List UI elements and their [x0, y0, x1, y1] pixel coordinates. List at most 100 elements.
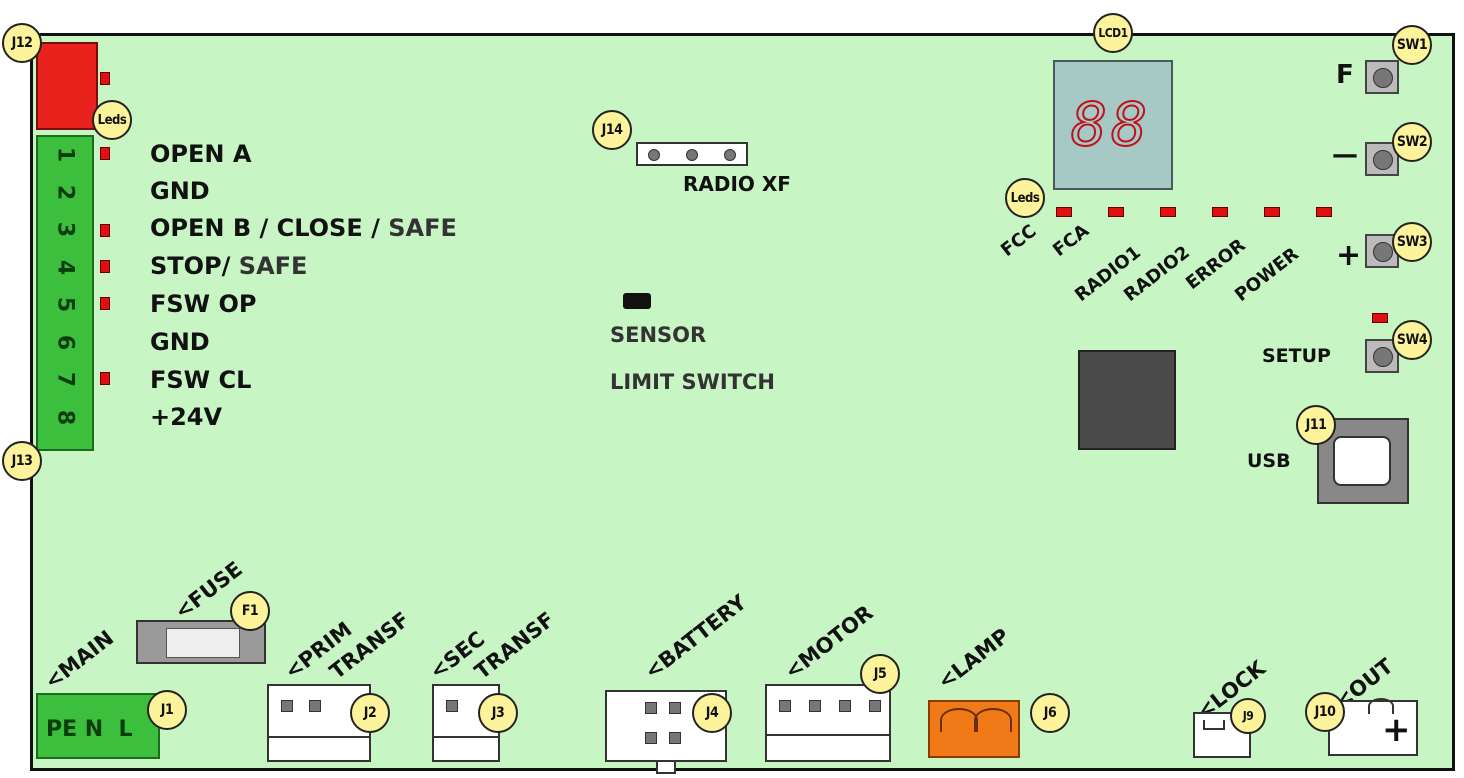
j13-terminal-block [36, 135, 94, 451]
label-sensor: SENSOR [610, 323, 707, 347]
usb-port-opening [1333, 436, 1391, 486]
j6-screw-left [940, 708, 978, 732]
j13-pin-number: 8 [52, 409, 78, 425]
led-power [1316, 207, 1332, 217]
badge-j12: J12 [2, 23, 42, 63]
led-fcc [1056, 207, 1072, 217]
label-usb: USB [1247, 450, 1291, 472]
label-open-b-close: OPEN B / CLOSE / [150, 214, 389, 242]
fuse-holder [136, 620, 266, 664]
badge-j1: J1 [147, 690, 187, 730]
j12-led [100, 72, 110, 85]
j2-pin [309, 700, 321, 712]
j13-pin-number: 4 [52, 259, 78, 275]
led-setup [1372, 313, 1388, 323]
j3-bottom-ridge [434, 736, 498, 738]
j5-pin [869, 700, 881, 712]
led-error [1264, 207, 1280, 217]
j12-connector [36, 42, 98, 130]
led-open-b [100, 224, 110, 237]
led-stop [100, 260, 110, 273]
label-gnd-1: GND [150, 177, 210, 205]
j1-main-terminal: PE N L [36, 693, 160, 759]
j14-pin [724, 149, 736, 161]
label-safe-1: SAFE [388, 214, 457, 242]
j9-notch [1203, 720, 1225, 730]
badge-leds-right: Leds [1005, 178, 1045, 218]
j4-pin [669, 732, 681, 744]
label-radio-xf: RADIO XF [683, 172, 791, 196]
j2-bottom-ridge [269, 736, 369, 738]
lcd-digits: 88 [1070, 89, 1152, 161]
label-fsw-cl: FSW CL [150, 366, 252, 394]
j4-latch [656, 760, 676, 774]
j2-pin [281, 700, 293, 712]
j13-pin-number: 3 [52, 221, 78, 238]
label-minus: — [1332, 140, 1358, 170]
badge-leds-top: Leds [92, 100, 132, 140]
j6-screw-right [974, 708, 1012, 732]
button-setup[interactable] [1365, 339, 1399, 373]
label-stop-row: STOP/ SAFE [150, 252, 307, 280]
label-stop: STOP/ [150, 252, 239, 280]
label-24v: +24V [150, 403, 223, 431]
led-open-a [100, 147, 110, 160]
lcd-display: 88 [1053, 60, 1173, 190]
badge-sw3: SW3 [1392, 222, 1432, 262]
j5-pin [779, 700, 791, 712]
led-radio1 [1160, 207, 1176, 217]
j13-pin-number: 5 [52, 296, 78, 313]
j5-motor-connector [765, 684, 891, 762]
label-f: F [1336, 60, 1354, 90]
button-minus[interactable] [1365, 142, 1399, 176]
j13-pin-number: 7 [52, 371, 78, 388]
badge-j3: J3 [478, 693, 518, 733]
label-open-a: OPEN A [150, 140, 252, 168]
j4-pin [645, 732, 657, 744]
j1-pin-labels: PE N L [46, 717, 133, 742]
badge-j5: J5 [860, 654, 900, 694]
fuse-glass [166, 628, 240, 658]
j5-pin [809, 700, 821, 712]
j5-pin [839, 700, 851, 712]
label-safe-2: SAFE [238, 252, 308, 280]
button-f[interactable] [1365, 60, 1399, 94]
j6-lamp-connector [928, 700, 1020, 758]
badge-j14: J14 [592, 110, 632, 150]
badge-j2: J2 [350, 693, 390, 733]
j14-pin [686, 149, 698, 161]
label-setup: SETUP [1262, 345, 1331, 367]
badge-j6: J6 [1030, 693, 1070, 733]
j10-plus: + [1382, 710, 1411, 750]
j4-pin [669, 702, 681, 714]
badge-f1: F1 [230, 591, 270, 631]
label-gnd-2: GND [150, 328, 210, 356]
badge-j9: J9 [1230, 698, 1266, 734]
microcontroller-chip [1078, 350, 1176, 450]
label-plus: + [1336, 238, 1362, 273]
led-fsw-cl [100, 372, 110, 385]
badge-j11: J11 [1296, 405, 1336, 445]
badge-sw1: SW1 [1392, 25, 1432, 65]
led-radio2 [1212, 207, 1228, 217]
led-fsw-op [100, 297, 110, 310]
led-fca [1108, 207, 1124, 217]
label-open-b-row: OPEN B / CLOSE / SAFE [150, 214, 457, 242]
j14-radio-connector [636, 142, 748, 166]
badge-j4: J4 [692, 693, 732, 733]
badge-sw2: SW2 [1392, 122, 1432, 162]
badge-lcd1: LCD1 [1093, 13, 1133, 53]
j13-pin-number: 2 [52, 184, 78, 200]
badge-j13: J13 [2, 441, 42, 481]
badge-j10: J10 [1305, 692, 1345, 732]
j3-pin [446, 700, 458, 712]
label-limit-switch: LIMIT SWITCH [610, 370, 775, 394]
j14-pin [648, 149, 660, 161]
badge-sw4: SW4 [1392, 320, 1432, 360]
j10-clip [1368, 698, 1394, 714]
sensor-chip [623, 293, 651, 309]
j4-pin [645, 702, 657, 714]
j13-pin-number: 6 [52, 334, 78, 350]
j13-pin-number: 1 [52, 146, 78, 163]
j5-bottom-ridge [767, 734, 889, 736]
